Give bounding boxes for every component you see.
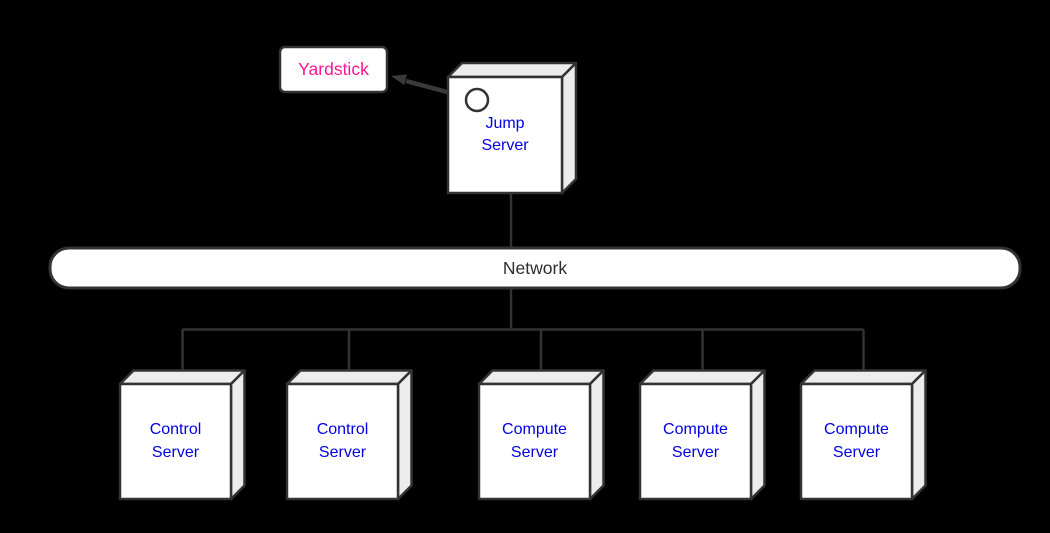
compute-server-2-box-front xyxy=(638,382,753,501)
circle-port-icon xyxy=(464,87,490,113)
compute-server-1-box-front xyxy=(477,382,592,501)
control-server-1-box-front xyxy=(118,382,233,501)
compute-server-3-node xyxy=(799,369,927,501)
compute-server-3-box-front xyxy=(799,382,914,501)
compute-server-3-box-right xyxy=(910,369,927,501)
jump-server-box-front xyxy=(446,75,564,195)
compute-server-2-node xyxy=(638,369,766,501)
compute-server-2-box-right xyxy=(749,369,766,501)
arrow-head-icon xyxy=(391,74,407,85)
compute-server-1-box-top xyxy=(477,369,605,386)
control-server-1-box-right xyxy=(229,369,246,501)
jump-server-node xyxy=(446,61,578,195)
control-server-1-box-top xyxy=(118,369,246,386)
yardstick-node-box xyxy=(278,45,389,94)
control-server-2-box-front xyxy=(285,382,400,501)
jump-server-box-right xyxy=(560,61,578,195)
compute-server-1-box-right xyxy=(588,369,605,501)
control-server-2-box-top xyxy=(285,369,413,386)
jump-server-box-top xyxy=(446,61,578,79)
compute-server-1-node xyxy=(477,369,605,501)
control-server-2-box-right xyxy=(396,369,413,501)
control-server-2-node xyxy=(285,369,413,501)
control-server-1-node xyxy=(118,369,246,501)
compute-server-2-box-top xyxy=(638,369,766,386)
compute-server-3-box-top xyxy=(799,369,927,386)
network-node-box xyxy=(48,246,1022,290)
